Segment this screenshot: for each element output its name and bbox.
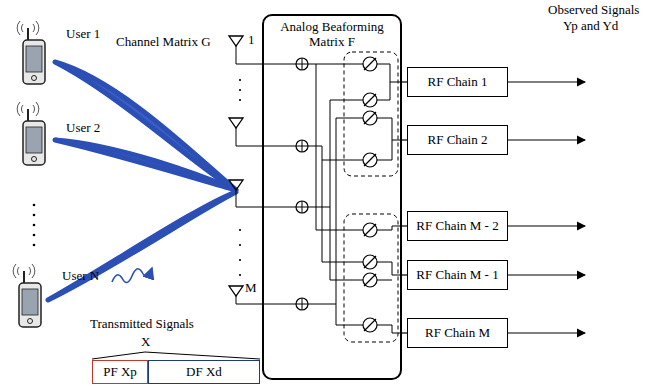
box-label: RF Chain M: [425, 325, 490, 341]
box-label: PF Xp: [103, 364, 137, 380]
channel-label: Channel Matrix G: [116, 34, 211, 49]
user-label: User 1: [66, 26, 100, 41]
rf-chain-box: RF Chain 1: [407, 67, 508, 97]
signal-label: Transmitted Signals: [90, 316, 194, 331]
signal-symbol: X: [141, 334, 150, 349]
user-label: User 2: [66, 120, 100, 135]
rf-chain-box: RF Chain M - 1: [407, 260, 508, 290]
rf-chain-box: RF Chain M - 2: [407, 211, 508, 241]
box-label: DF Xd: [186, 364, 222, 380]
box-label: RF Chain 1: [428, 74, 488, 90]
box-title: Analog Beaforming Matrix F: [273, 19, 391, 49]
output-label: Yp and Yd: [563, 18, 618, 33]
box-label: RF Chain M - 1: [416, 267, 498, 283]
box-label: RF Chain M - 2: [416, 218, 498, 234]
beamforming-box: Analog Beaforming Matrix F: [262, 14, 402, 380]
output-label: Observed Signals: [548, 2, 639, 17]
antenna-index: 1: [248, 32, 255, 47]
user-label: User N: [62, 268, 99, 283]
pilot-frame-box: PF Xp: [92, 360, 148, 384]
box-label: RF Chain 2: [428, 132, 488, 148]
rf-chain-box: RF Chain M: [407, 318, 508, 348]
antenna-index: M: [245, 280, 257, 295]
rf-chain-box: RF Chain 2: [407, 125, 508, 155]
data-frame-box: DF Xd: [148, 360, 260, 384]
